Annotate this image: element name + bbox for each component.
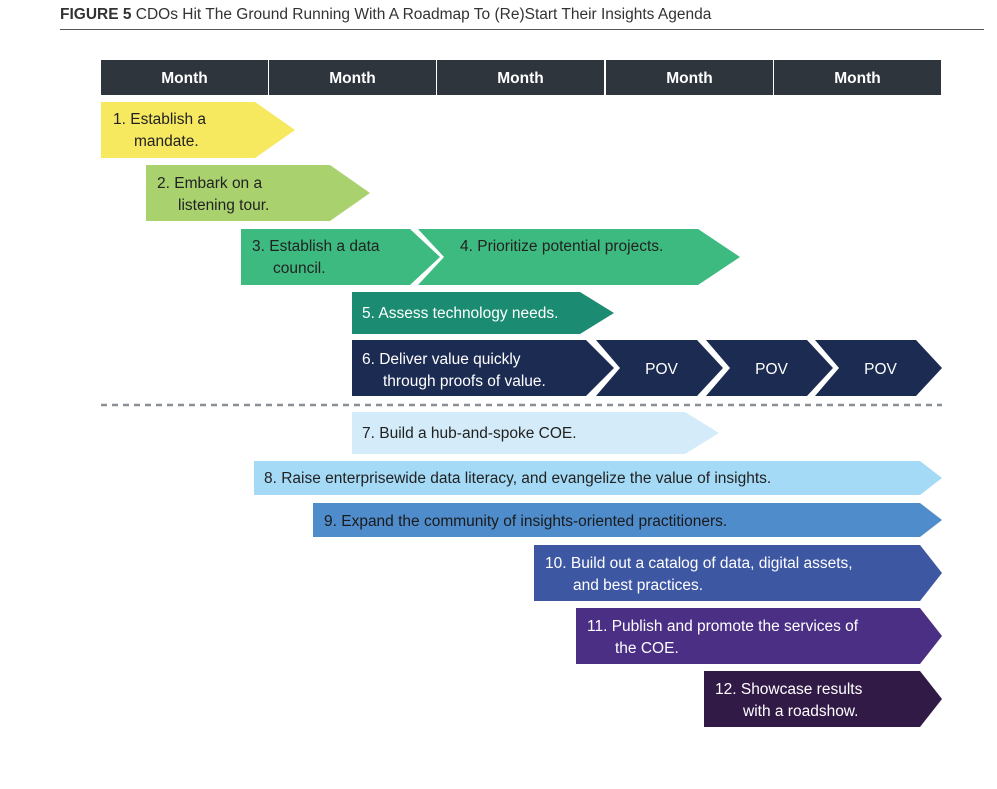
step-11-label-line-1: 11. Publish and promote the services of: [587, 618, 859, 635]
pov-label: POV: [755, 361, 788, 378]
step-7-shape: [352, 412, 719, 454]
step-4-arrow: 4. Prioritize potential projects.: [418, 229, 740, 285]
step-9-label-line-1: 9. Expand the community of insights-orie…: [324, 513, 727, 530]
step-4-label-line-1: 4. Prioritize potential projects.: [460, 238, 663, 255]
step-12-shape: [704, 671, 942, 727]
pov-chevron-shape: [706, 340, 833, 396]
step-12-label-line-2: with a roadshow.: [742, 703, 858, 720]
month-header-label: Month: [666, 70, 712, 87]
step-10-label-line-2: and best practices.: [573, 577, 703, 594]
pov-chevron-shape: [815, 340, 942, 396]
pov-label: POV: [864, 361, 897, 378]
step-8-label-line-1: 8. Raise enterprisewide data literacy, a…: [264, 470, 771, 487]
month-header-3: Month: [437, 60, 604, 95]
step-7-label-line-1: 7. Build a hub-and-spoke COE.: [362, 425, 577, 442]
month-header-1: Month: [101, 60, 268, 95]
month-header-bg: [101, 60, 268, 95]
step-5-arrow: 5. Assess technology needs.: [352, 292, 614, 334]
step-2-label-line-2: listening tour.: [178, 197, 269, 214]
month-header-label: Month: [161, 70, 207, 87]
pov-chevron-3: POV: [815, 340, 942, 396]
step-8-shape: [254, 461, 942, 495]
step-3-label-line-1: 3. Establish a data: [252, 238, 380, 255]
step-11-shape: [576, 608, 942, 664]
step-2-label-line-1: 2. Embark on a: [157, 175, 262, 192]
month-header-bg: [437, 60, 604, 95]
figure-label: FIGURE 5: [60, 6, 132, 23]
figure-title-text: CDOs Hit The Ground Running With A Roadm…: [135, 6, 712, 23]
step-3-arrow: 3. Establish a data council.: [241, 229, 440, 285]
step-5-shape: [352, 292, 614, 334]
figure-title: FIGURE 5 CDOs Hit The Ground Running Wit…: [60, 6, 711, 24]
step-9-shape: [313, 503, 942, 537]
step-11-arrow: 11. Publish and promote the services of t…: [576, 608, 942, 664]
month-header-5: Month: [774, 60, 941, 95]
month-header-2: Month: [269, 60, 436, 95]
month-header-label: Month: [497, 70, 543, 87]
step-7-arrow: 7. Build a hub-and-spoke COE.: [352, 412, 719, 454]
step-1-label-line-2: mandate.: [134, 133, 199, 150]
month-header-bg: [606, 60, 773, 95]
step-2-shape: [146, 165, 370, 221]
step-11-label-line-2: the COE.: [615, 640, 679, 657]
step-5-label-line-1: 5. Assess technology needs.: [362, 305, 558, 322]
step-2-arrow: 2. Embark on a listening tour.: [146, 165, 370, 221]
title-rule: [60, 29, 984, 30]
pov-label: POV: [645, 361, 678, 378]
step-9-arrow: 9. Expand the community of insights-orie…: [313, 503, 942, 537]
pov-chevron-2: POV: [706, 340, 833, 396]
step-3-label-line-2: council.: [273, 260, 326, 277]
month-header-bg: [774, 60, 941, 95]
step-6-shape: [352, 340, 614, 396]
month-header-4: Month: [606, 60, 773, 95]
step-6-arrow: 6. Deliver value quickly through proofs o…: [352, 340, 614, 396]
step-6-label-line-2: through proofs of value.: [383, 373, 546, 390]
step-3-shape: [241, 229, 440, 285]
step-8-arrow: 8. Raise enterprisewide data literacy, a…: [254, 461, 942, 495]
step-10-shape: [534, 545, 942, 601]
step-1-label-line-1: 1. Establish a: [113, 111, 206, 128]
step-10-label-line-1: 10. Build out a catalog of data, digital…: [545, 555, 853, 572]
pov-chevron-shape: [596, 340, 723, 396]
step-4-shape: [418, 229, 740, 285]
step-6-label-line-1: 6. Deliver value quickly: [362, 351, 521, 368]
month-header-label: Month: [329, 70, 375, 87]
step-10-arrow: 10. Build out a catalog of data, digital…: [534, 545, 942, 601]
step-12-label-line-1: 12. Showcase results: [715, 681, 863, 698]
month-header-bg: [269, 60, 436, 95]
step-1-arrow: 1. Establish a mandate.: [101, 102, 295, 158]
month-header-label: Month: [834, 70, 880, 87]
step-1-shape: [101, 102, 295, 158]
step-12-arrow: 12. Showcase results with a roadshow.: [704, 671, 942, 727]
pov-chevron-1: POV: [596, 340, 723, 396]
